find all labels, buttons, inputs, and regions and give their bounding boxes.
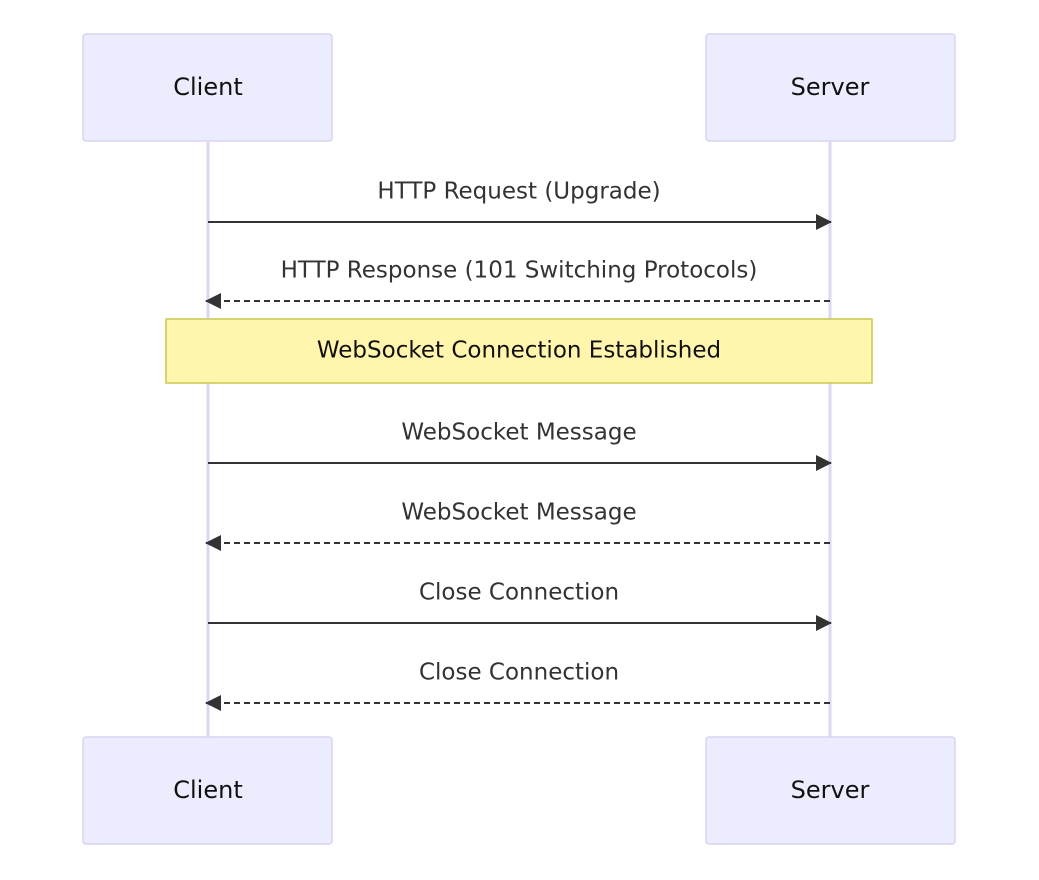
- client-actor-top: Client: [82, 33, 333, 142]
- server-actor-bottom-label: Server: [791, 776, 870, 804]
- client-actor-top-label: Client: [173, 73, 242, 101]
- server-actor-bottom: Server: [705, 736, 956, 845]
- note-connection-established: WebSocket Connection Established: [165, 318, 873, 384]
- server-actor-top-label: Server: [791, 73, 870, 101]
- message-close-client: Close Connection: [208, 580, 832, 631]
- message-label: Close Connection: [419, 580, 619, 606]
- message-close-server: Close Connection: [205, 660, 830, 711]
- message-label: WebSocket Message: [401, 500, 636, 526]
- message-label: Close Connection: [419, 660, 619, 686]
- message-websocket-client: WebSocket Message: [208, 420, 832, 471]
- message-label: HTTP Request (Upgrade): [377, 179, 660, 205]
- client-actor-bottom-label: Client: [173, 776, 242, 804]
- message-label: HTTP Response (101 Switching Protocols): [281, 258, 758, 284]
- message-websocket-server: WebSocket Message: [205, 500, 830, 551]
- server-actor-top: Server: [705, 33, 956, 142]
- message-http-response: HTTP Response (101 Switching Protocols): [205, 258, 830, 309]
- message-http-request: HTTP Request (Upgrade): [208, 179, 832, 230]
- client-actor-bottom: Client: [82, 736, 333, 845]
- note-label: WebSocket Connection Established: [317, 338, 721, 364]
- message-label: WebSocket Message: [401, 420, 636, 446]
